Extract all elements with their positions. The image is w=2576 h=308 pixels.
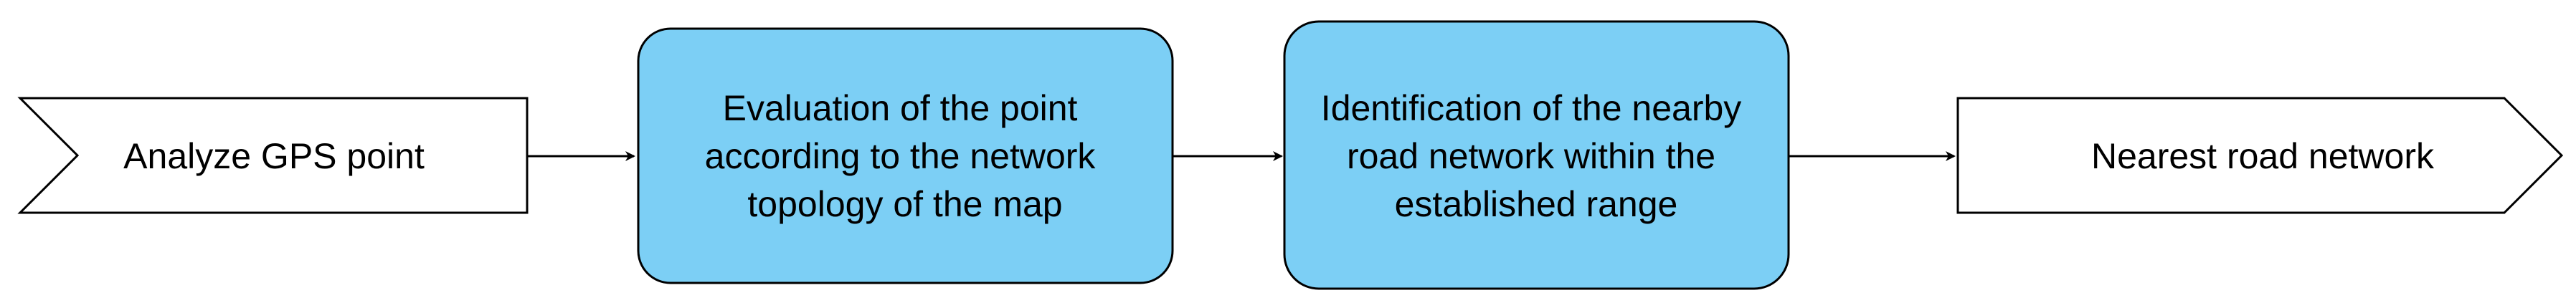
- node-label-line: Analyze GPS point: [123, 136, 425, 176]
- node-label-line: topology of the map: [747, 184, 1062, 224]
- node-identification-of-road-network: Identification of the nearby road networ…: [1283, 20, 1790, 290]
- node-label: Analyze GPS point: [123, 136, 425, 176]
- node-label: Nearest road network: [2091, 136, 2435, 176]
- node-nearest-road-network: Nearest road network: [1956, 97, 2564, 214]
- node-label-line: established range: [1395, 184, 1678, 224]
- node-label-line: Identification of the nearby: [1321, 88, 1742, 128]
- process-box: [637, 27, 1174, 284]
- node-label-line: Nearest road network: [2091, 136, 2435, 176]
- step-shape: [1956, 97, 2564, 214]
- process-box: [1283, 20, 1790, 290]
- node-evaluation-of-point: Evaluation of the point according to the…: [637, 27, 1174, 284]
- node-label-line: according to the network: [705, 136, 1097, 176]
- node-label-line: Evaluation of the point: [723, 88, 1078, 128]
- node-analyze-gps-point: Analyze GPS point: [17, 97, 529, 214]
- node-label: Identification of the nearby road networ…: [1321, 88, 1751, 224]
- step-shape: [17, 97, 529, 214]
- node-label: Evaluation of the point according to the…: [705, 88, 1106, 224]
- node-label-line: road network within the: [1347, 136, 1715, 176]
